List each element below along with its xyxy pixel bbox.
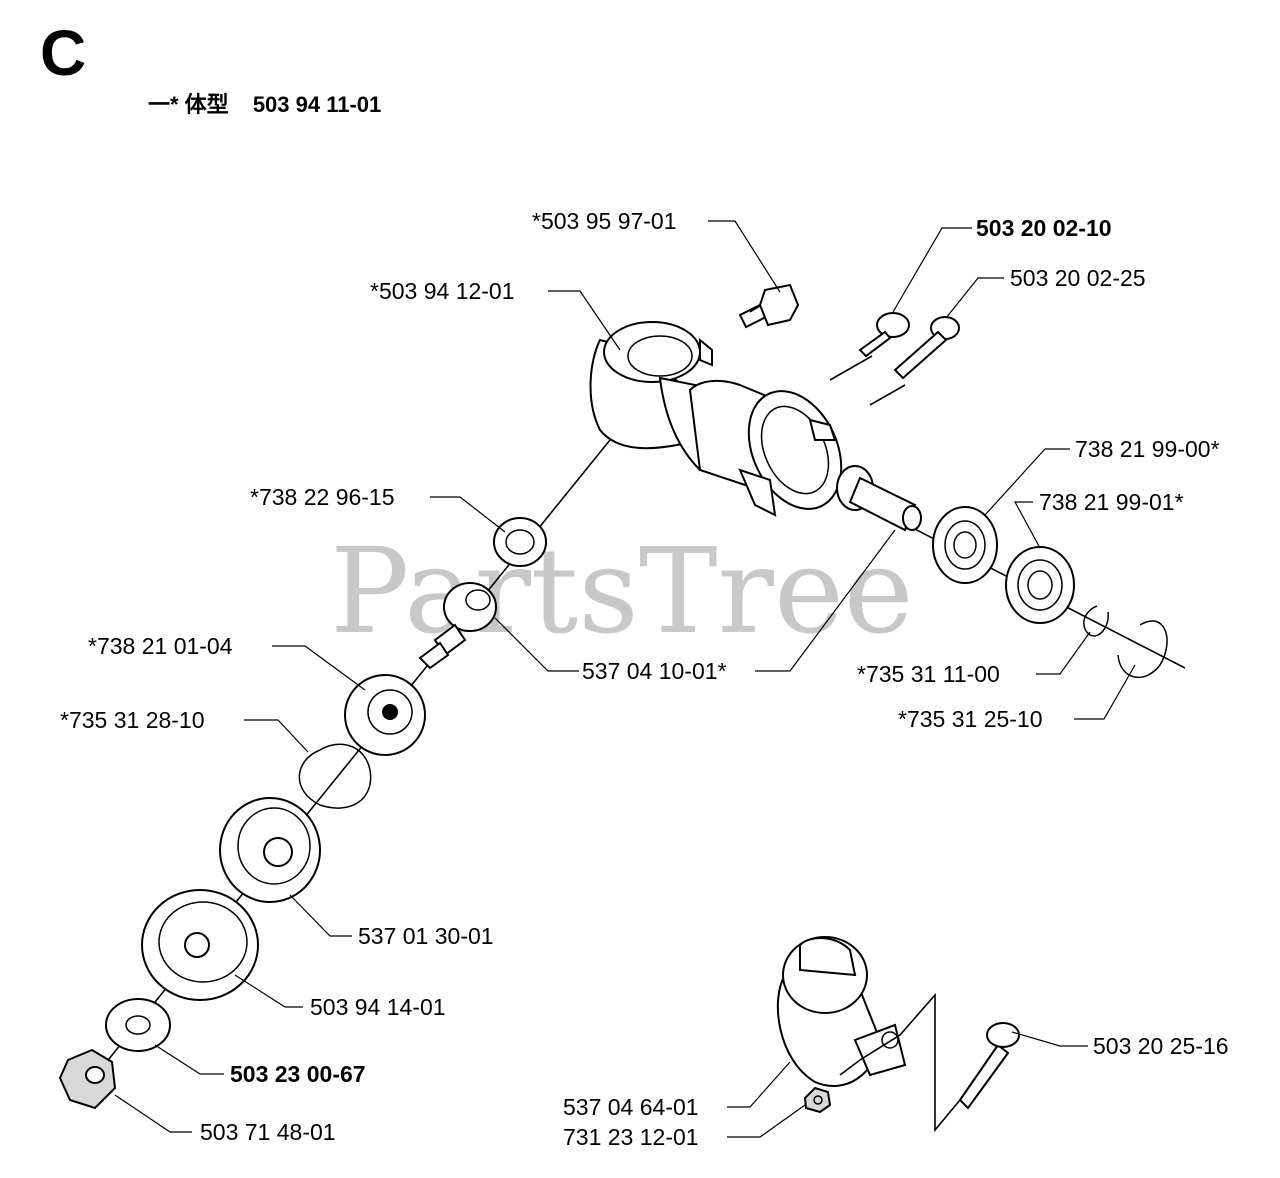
label-503-94-12-01: *503 94 12-01 — [370, 278, 515, 304]
screw-axis-1 — [829, 355, 873, 381]
bearing-738-21-01-04[interactable] — [344, 674, 426, 756]
assembly-prefix: 一* 体型 — [148, 92, 229, 117]
screw-axis-2 — [869, 384, 906, 406]
gear-housing[interactable] — [589, 321, 860, 524]
watermark: PartsTree — [330, 522, 914, 660]
label-735-31-28-10: *735 31 28-10 — [60, 707, 205, 733]
circlip-735-31-28-10[interactable] — [298, 743, 372, 809]
label-738-21-99-01: 738 21 99-01* — [1039, 489, 1184, 515]
bearing-738-21-99-01[interactable] — [1005, 546, 1075, 624]
label-503-20-02-10: 503 20 02-10 — [976, 215, 1112, 241]
label-503-95-97-01: *503 95 97-01 — [532, 208, 677, 234]
pinion-shaft-left[interactable] — [418, 582, 497, 670]
screw-503-20-02-10[interactable] — [858, 312, 910, 358]
bearing-738-22-96-15[interactable] — [493, 517, 547, 567]
label-503-94-14-01: 503 94 14-01 — [310, 994, 446, 1020]
label-537-04-64-01: 537 04 64-01 — [563, 1094, 699, 1120]
assembly-number: 503 94 11-01 — [253, 92, 381, 117]
label-731-23-12-01: 731 23 12-01 — [563, 1124, 699, 1150]
screw-503-20-25-16[interactable] — [958, 1022, 1020, 1110]
label-738-21-99-00: 738 21 99-00* — [1075, 436, 1220, 462]
nut-731-23-12-01[interactable] — [803, 1086, 832, 1114]
label-503-23-00-67: 503 23 00-67 — [230, 1061, 366, 1087]
screw-503-20-02-25[interactable] — [893, 316, 960, 380]
section-letter: C — [40, 17, 86, 89]
assembly-title: 一* 体型 503 94 11-01 — [148, 92, 381, 117]
pinion-shaft-right[interactable] — [836, 465, 922, 532]
label-503-20-25-16: 503 20 25-16 — [1093, 1033, 1229, 1059]
label-735-31-11-00: *735 31 11-00 — [857, 661, 1000, 687]
clamp-537-04-64-01[interactable] — [776, 936, 907, 1087]
support-cup-537-01-30-01[interactable] — [219, 797, 321, 903]
label-537-01-30-01: 537 01 30-01 — [358, 923, 494, 949]
label-738-21-01-04: *738 21 01-04 — [88, 633, 233, 659]
clamp-axis — [839, 992, 961, 1133]
label-503-71-48-01: 503 71 48-01 — [200, 1119, 336, 1145]
nut-503-71-48-01[interactable] — [58, 1048, 117, 1110]
label-738-22-96-15: *738 22 96-15 — [250, 484, 395, 510]
bolt-503-95-97-01[interactable] — [738, 283, 800, 329]
circlip-735-31-11-00[interactable] — [1083, 605, 1109, 637]
label-735-31-25-10: *735 31 25-10 — [898, 706, 1043, 732]
bearing-738-21-99-00[interactable] — [932, 506, 998, 584]
circlip-735-31-25-10[interactable] — [1117, 620, 1168, 679]
flange-503-94-14-01[interactable] — [141, 889, 259, 1001]
label-503-20-02-25: 503 20 02-25 — [1010, 265, 1146, 291]
label-537-04-10-01: 537 04 10-01* — [582, 658, 727, 684]
washer-503-23-00-67[interactable] — [105, 998, 171, 1052]
